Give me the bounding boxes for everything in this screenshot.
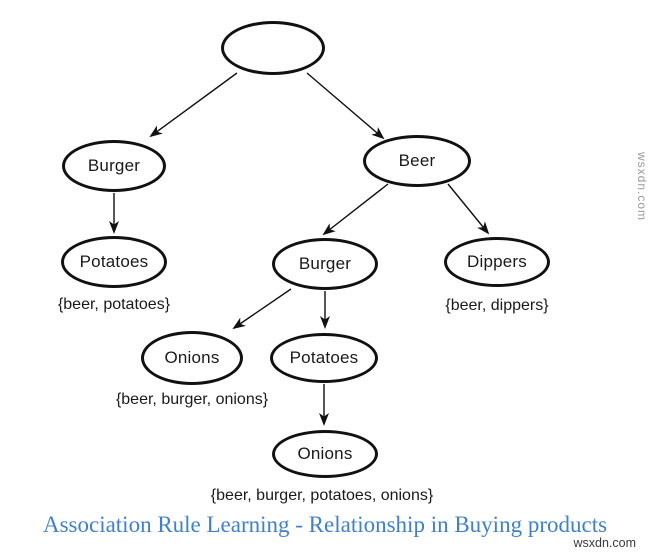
node-burger-left: Burger <box>62 140 166 192</box>
node-burger-mid: Burger <box>272 238 378 290</box>
node-root <box>221 21 325 75</box>
node-burger-left-label: Burger <box>87 156 141 175</box>
node-onions-mid-label: Onions <box>164 348 220 367</box>
node-potatoes-mid-label: Potatoes <box>289 348 359 367</box>
watermark-side: wsxdn.com <box>635 152 649 222</box>
node-beer: Beer <box>363 135 471 187</box>
itemset-beer-dippers: {beer, dippers} <box>445 297 549 314</box>
node-potatoes-mid: Potatoes <box>270 333 378 383</box>
edge-root-burger <box>149 72 238 138</box>
edge-burger-onions <box>232 288 292 330</box>
figure-caption: Association Rule Learning - Relationship… <box>42 512 608 537</box>
itemset-beer-potatoes: {beer, potatoes} <box>57 296 171 313</box>
node-potatoes-left: Potatoes <box>61 236 167 288</box>
edge-beer-burger <box>322 183 389 236</box>
node-onions-bottom-label: Onions <box>297 444 353 463</box>
node-onions-mid: Onions <box>141 331 243 385</box>
itemset-beer-burger-potatoes-onions: {beer, burger, potatoes, onions} <box>210 487 434 504</box>
itemset-beer-burger-onions: {beer, burger, onions} <box>115 391 269 408</box>
watermark-corner: wsxdn.com <box>573 536 636 550</box>
node-potatoes-left-label: Potatoes <box>79 252 149 271</box>
node-onions-bottom: Onions <box>272 430 378 478</box>
node-beer-label: Beer <box>398 151 436 170</box>
edge-root-beer <box>306 72 385 140</box>
node-burger-mid-label: Burger <box>298 254 352 273</box>
node-dippers-label: Dippers <box>467 252 527 271</box>
edge-beer-dippers <box>447 183 490 235</box>
node-dippers: Dippers <box>444 237 550 287</box>
